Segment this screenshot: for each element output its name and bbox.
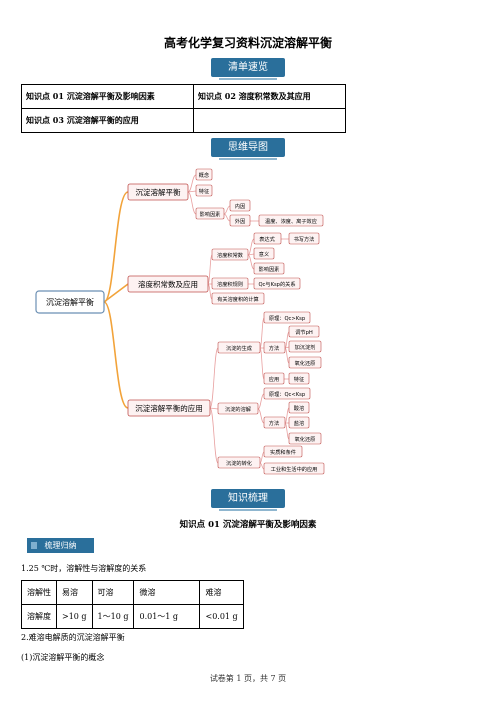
node-b3-dis-principle: 原理：Qc<Ksp [269, 391, 306, 398]
table-row: 知识点 01 沉淀溶解平衡及影响因素 知识点 02 溶度积常数及其应用 [21, 84, 347, 109]
node-b3-industry: 工业和生活中的应用 [271, 465, 318, 473]
mindmap-level1: 沉淀溶解平衡 溶度积常数及应用 沉淀溶解平衡的应用 [127, 183, 211, 417]
mindmap-root-box [35, 290, 105, 314]
solubility-table: 溶解性 易溶 可溶 微溶 难溶 溶解度 >10 g 1～10 g 0.01～1 … [21, 580, 244, 629]
table-cell: 可溶 [91, 580, 135, 605]
node-b3-essence: 实质和条件 [270, 448, 296, 456]
node-b1-feature: 特征 [199, 187, 209, 195]
node-b3-dis-method: 方法 [269, 419, 279, 427]
node-b2-expr: 表达式 [259, 235, 275, 243]
node-b1-internal: 内因 [235, 202, 245, 210]
section-title: 知识点 01 沉淀溶解平衡及影响因素 [179, 520, 317, 530]
node-b1-concept: 概念 [199, 171, 209, 179]
node-b3-redox: 氧化还原 [295, 359, 316, 367]
mindmap-leaves: 概念 特征 影响因素 内因 外因 温度、浓度、离子效应 溶度积常数 表达式 书写… [195, 168, 325, 475]
node-b2-factors: 影响因素 [259, 265, 280, 273]
banner-overview: 清单速览 [211, 58, 285, 80]
text-line-2: 2.难溶电解质的沉淀溶解平衡 [21, 633, 125, 642]
mindmap-branches [103, 191, 129, 409]
table-row: 知识点 03 沉淀溶解平衡的应用 [21, 108, 347, 133]
node-b1: 沉淀溶解平衡 [136, 187, 181, 197]
table-cell: <0.01 g [199, 604, 244, 629]
text-line-3: (1)沉淀溶解平衡的概念 [21, 653, 105, 662]
node-b2-calc: 有关溶度积的计算 [217, 295, 259, 303]
node-b3-form-principle: 原理：Qc>Ksp [269, 315, 306, 322]
node-b1-external-detail: 温度、浓度、离子效应 [265, 217, 317, 225]
node-b3-salt: 盐溶 [294, 419, 304, 427]
node-b3-transform: 沉淀的转化 [226, 459, 252, 467]
node-b1-factors: 影响因素 [200, 210, 221, 218]
knowledge-point-empty [192, 108, 347, 133]
node-b3-dis-redox: 氧化还原 [295, 435, 316, 443]
table-row: 溶解度 >10 g 1～10 g 0.01～1 g <0.01 g [21, 604, 244, 629]
table-cell: 易溶 [56, 580, 93, 605]
table-cell: 溶解性 [21, 580, 57, 605]
text-line-1: 1.25 ℃时，溶解性与溶解度的关系 [21, 564, 147, 573]
node-b2-ksp: 溶度积常数 [217, 251, 244, 259]
node-b3-precip: 加沉淀剂 [295, 343, 316, 351]
node-b3-acid: 酸溶 [294, 404, 304, 412]
node-b3-app: 应用 [269, 375, 279, 383]
table-row: 溶解性 易溶 可溶 微溶 难溶 [21, 580, 244, 605]
mindmap-links [187, 174, 290, 470]
table-cell: >10 g [56, 604, 93, 629]
table-cell: 1～10 g [91, 604, 135, 629]
node-b1-external: 外因 [235, 217, 245, 225]
knowledge-point-01: 知识点 01 沉淀溶解平衡及影响因素 [21, 84, 194, 109]
mindmap-root: 沉淀溶解平衡 [46, 297, 94, 307]
table-cell: 溶解度 [21, 604, 57, 629]
node-b2: 溶度积常数及应用 [138, 279, 198, 289]
table-cell: 0.01～1 g [133, 604, 201, 629]
node-b2-meaning: 意义 [259, 250, 269, 258]
node-b3: 沉淀溶解平衡的应用 [135, 403, 203, 413]
knowledge-point-table: 知识点 01 沉淀溶解平衡及影响因素 知识点 02 溶度积常数及其应用 知识点 … [21, 84, 347, 133]
node-b3-dissolve: 沉淀的溶解 [225, 405, 251, 413]
banner-mindmap: 思维导图 [211, 138, 285, 160]
node-b2-rule: 溶度积规则 [217, 280, 243, 288]
table-cell: 难溶 [199, 580, 244, 605]
node-b3-feature: 特征 [294, 375, 304, 383]
banner-knowledge: 知识梳理 [211, 489, 285, 511]
node-b3-form: 沉淀的生成 [226, 344, 252, 352]
knowledge-point-02: 知识点 02 溶度积常数及其应用 [192, 84, 347, 109]
document-title: 高考化学复习资料沉淀溶解平衡 [163, 36, 332, 50]
node-b3-ph: 调节pH [295, 328, 313, 336]
tag-label: 梳理归纳 [27, 538, 94, 553]
node-b2-writing: 书写方法 [294, 235, 315, 243]
page-footer: 试卷第 1 页，共 7 页 [209, 674, 287, 683]
node-b2-qc: Qc与Ksp的关系 [258, 280, 295, 288]
node-b3-form-method: 方法 [269, 344, 279, 352]
table-cell: 微溶 [133, 580, 201, 605]
